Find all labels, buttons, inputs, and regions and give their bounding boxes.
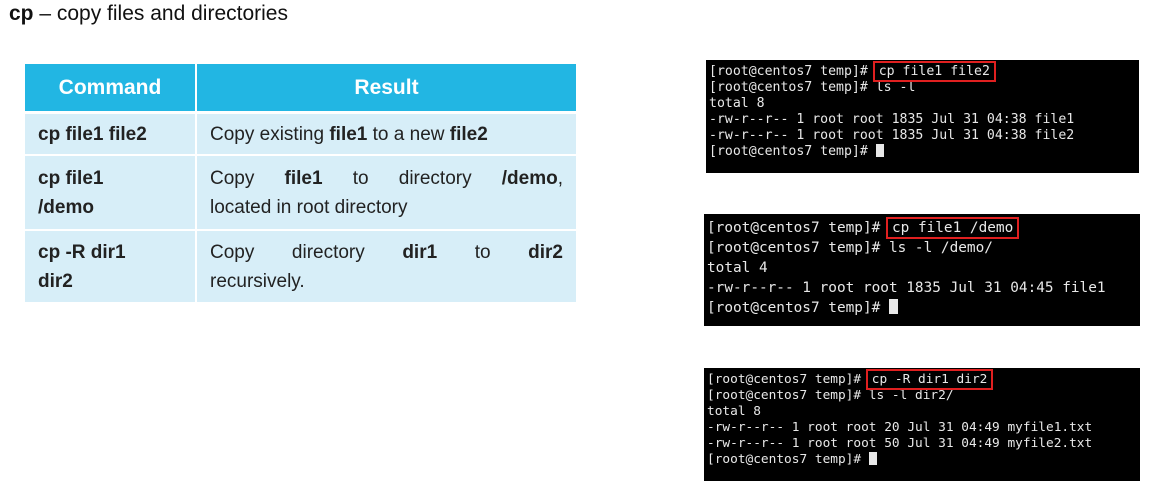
- command-cell: cp file1 file2: [25, 112, 197, 156]
- result-text: to a new: [367, 123, 450, 145]
- highlighted-command: cp file1 file2: [872, 61, 996, 82]
- result-line: Copy file1 to directory /demo,: [210, 164, 563, 193]
- cursor-icon: [875, 144, 884, 157]
- cursor-icon: [888, 299, 898, 314]
- command-text: dir2: [38, 270, 73, 292]
- highlighted-command: cp -R dir1 dir2: [865, 369, 994, 390]
- terminal-line: -rw-r--r-- 1 root root 1835 Jul 31 04:45…: [707, 280, 1106, 296]
- terminal-screenshot-copy-file: [root@centos7 temp]# cp file1 file2[root…: [706, 60, 1139, 173]
- result-text: Copy directory: [210, 241, 403, 263]
- result-bold: /demo: [501, 167, 558, 189]
- result-cell: Copy existing file1 to a new file2: [196, 112, 576, 156]
- terminal-line: -rw-r--r-- 1 root root 1835 Jul 31 04:38…: [709, 112, 1075, 127]
- result-bold: dir1: [402, 241, 438, 263]
- terminal-line: [root@centos7 temp]# cp file1 file2: [709, 61, 1139, 82]
- table-row: cp file1 file2 Copy existing file1 to a …: [25, 112, 576, 156]
- terminal-line: [root@centos7 temp]# ls -l /demo/: [707, 240, 993, 256]
- title-description: – copy files and directories: [33, 2, 288, 25]
- result-cell: Copy directory dir1 to dir2 recursively.: [196, 230, 576, 304]
- result-text: Copy existing: [210, 123, 330, 145]
- table-row: cp -R dir1 dir2 Copy directory dir1 to d…: [25, 230, 576, 304]
- terminal-line: [root@centos7 temp]#: [707, 298, 1140, 318]
- terminal-prompt: [root@centos7 temp]#: [707, 300, 889, 316]
- result-bold: dir2: [528, 241, 564, 263]
- terminal-line: [root@centos7 temp]#: [707, 452, 1140, 468]
- highlighted-command: cp file1 /demo: [885, 217, 1020, 239]
- result-text: to directory: [352, 167, 502, 189]
- header-result: Result: [196, 64, 576, 114]
- command-cell: cp -R dir1 dir2: [25, 230, 197, 304]
- table-row: cp file1 /demo Copy file1 to directory /…: [25, 155, 576, 231]
- terminal-line: [root@centos7 temp]# cp -R dir1 dir2: [707, 369, 1140, 390]
- terminal-prompt: [root@centos7 temp]#: [707, 452, 869, 467]
- result-bold: file2: [449, 123, 488, 145]
- terminal-line: -rw-r--r-- 1 root root 1835 Jul 31 04:38…: [709, 128, 1075, 143]
- cursor-icon: [868, 452, 877, 465]
- terminal-line: [root@centos7 temp]# ls -l: [709, 80, 916, 95]
- result-cell: Copy file1 to directory /demo, located i…: [196, 155, 576, 231]
- command-text: cp file1 file2: [38, 123, 147, 145]
- result-bold: file1: [284, 167, 323, 189]
- terminal-line: -rw-r--r-- 1 root root 50 Jul 31 04:49 m…: [707, 436, 1093, 451]
- terminal-line: total 8: [707, 404, 761, 419]
- terminal-line: [root@centos7 temp]#: [709, 144, 1139, 160]
- command-cell: cp file1 /demo: [25, 155, 197, 231]
- terminal-prompt: [root@centos7 temp]#: [707, 220, 889, 236]
- result-line: Copy directory dir1 to dir2: [210, 238, 563, 267]
- terminal-line: total 8: [709, 96, 765, 111]
- terminal-line: -rw-r--r-- 1 root root 20 Jul 31 04:49 m…: [707, 420, 1093, 435]
- terminal-prompt: [root@centos7 temp]#: [709, 144, 876, 159]
- terminal-line: [root@centos7 temp]# ls -l dir2/: [707, 388, 954, 403]
- result-line: located in root directory: [210, 196, 408, 218]
- command-text: cp file1: [38, 167, 104, 189]
- result-bold: file1: [329, 123, 368, 145]
- result-text: Copy: [210, 167, 285, 189]
- title-command: cp: [9, 2, 34, 25]
- command-text: cp -R dir1: [38, 241, 126, 263]
- terminal-prompt: [root@centos7 temp]#: [707, 372, 869, 387]
- page-title: cp – copy files and directories: [9, 2, 288, 26]
- command-text: /demo: [38, 196, 94, 218]
- table-header-row: Command Result: [25, 64, 576, 114]
- terminal-screenshot-copy-to-dir: [root@centos7 temp]# cp file1 /demo[root…: [704, 214, 1140, 326]
- result-text: ,: [557, 167, 564, 189]
- terminal-screenshot-copy-recursive: [root@centos7 temp]# cp -R dir1 dir2[roo…: [704, 368, 1140, 481]
- header-command: Command: [25, 64, 197, 114]
- result-text: to: [474, 241, 529, 263]
- result-line: recursively.: [210, 270, 305, 292]
- terminal-line: total 4: [707, 260, 768, 276]
- terminal-line: [root@centos7 temp]# cp file1 /demo: [707, 217, 1140, 239]
- terminal-prompt: [root@centos7 temp]#: [709, 64, 876, 79]
- command-table: Command Result cp file1 file2 Copy exist…: [25, 64, 576, 304]
